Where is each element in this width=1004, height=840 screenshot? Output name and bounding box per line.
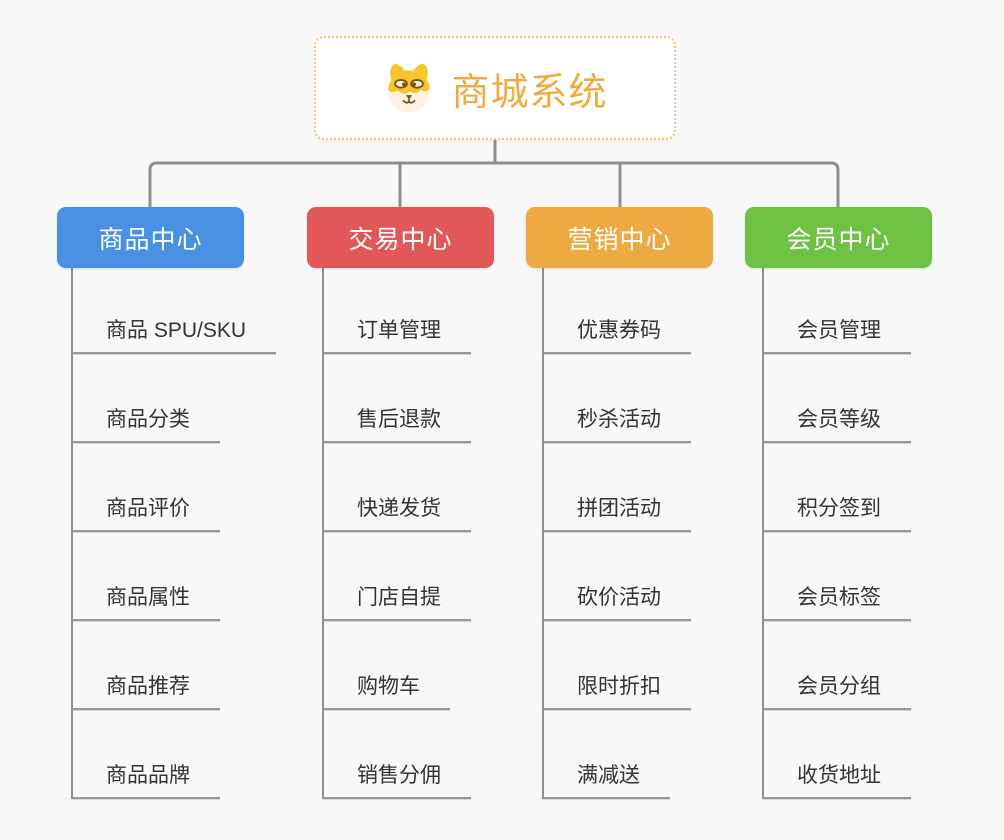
branch-item-4-3[interactable]: 积分签到 xyxy=(763,494,911,532)
branch-header-4[interactable]: 会员中心 xyxy=(745,207,932,268)
doge-icon xyxy=(388,63,431,113)
branch-item-3-6[interactable]: 满减送 xyxy=(543,761,670,799)
branch-item-1-5[interactable]: 商品推荐 xyxy=(72,672,220,710)
branch-item-4-1[interactable]: 会员管理 xyxy=(763,316,911,354)
branch-item-2-1[interactable]: 订单管理 xyxy=(323,316,471,354)
branch-item-1-3[interactable]: 商品评价 xyxy=(72,494,220,532)
branch-item-2-5[interactable]: 购物车 xyxy=(323,672,450,710)
branch-item-3-5[interactable]: 限时折扣 xyxy=(543,672,691,710)
branch-item-3-4[interactable]: 砍价活动 xyxy=(543,583,691,621)
branch-item-1-1[interactable]: 商品 SPU/SKU xyxy=(72,316,277,354)
branch-item-2-2[interactable]: 售后退款 xyxy=(323,405,471,443)
branch-header-1[interactable]: 商品中心 xyxy=(57,207,244,268)
branch-item-3-2[interactable]: 秒杀活动 xyxy=(543,405,691,443)
branch-item-1-2[interactable]: 商品分类 xyxy=(72,405,220,443)
branch-item-4-6[interactable]: 收货地址 xyxy=(763,761,911,799)
branch-item-4-5[interactable]: 会员分组 xyxy=(763,672,911,710)
branch-item-4-4[interactable]: 会员标签 xyxy=(763,583,911,621)
branch-item-1-4[interactable]: 商品属性 xyxy=(72,583,220,621)
branch-item-2-4[interactable]: 门店自提 xyxy=(323,583,471,621)
root-node[interactable]: 商城系统 xyxy=(314,36,676,140)
root-title: 商城系统 xyxy=(451,71,608,114)
branch-header-2[interactable]: 交易中心 xyxy=(307,207,494,268)
branch-item-3-3[interactable]: 拼团活动 xyxy=(543,494,691,532)
branch-item-2-6[interactable]: 销售分佣 xyxy=(323,761,471,799)
branch-item-3-1[interactable]: 优惠券码 xyxy=(543,316,691,354)
branch-item-1-6[interactable]: 商品品牌 xyxy=(72,761,220,799)
branch-item-2-3[interactable]: 快递发货 xyxy=(323,494,471,532)
branch-item-4-2[interactable]: 会员等级 xyxy=(763,405,911,443)
branch-header-3[interactable]: 营销中心 xyxy=(526,207,713,268)
